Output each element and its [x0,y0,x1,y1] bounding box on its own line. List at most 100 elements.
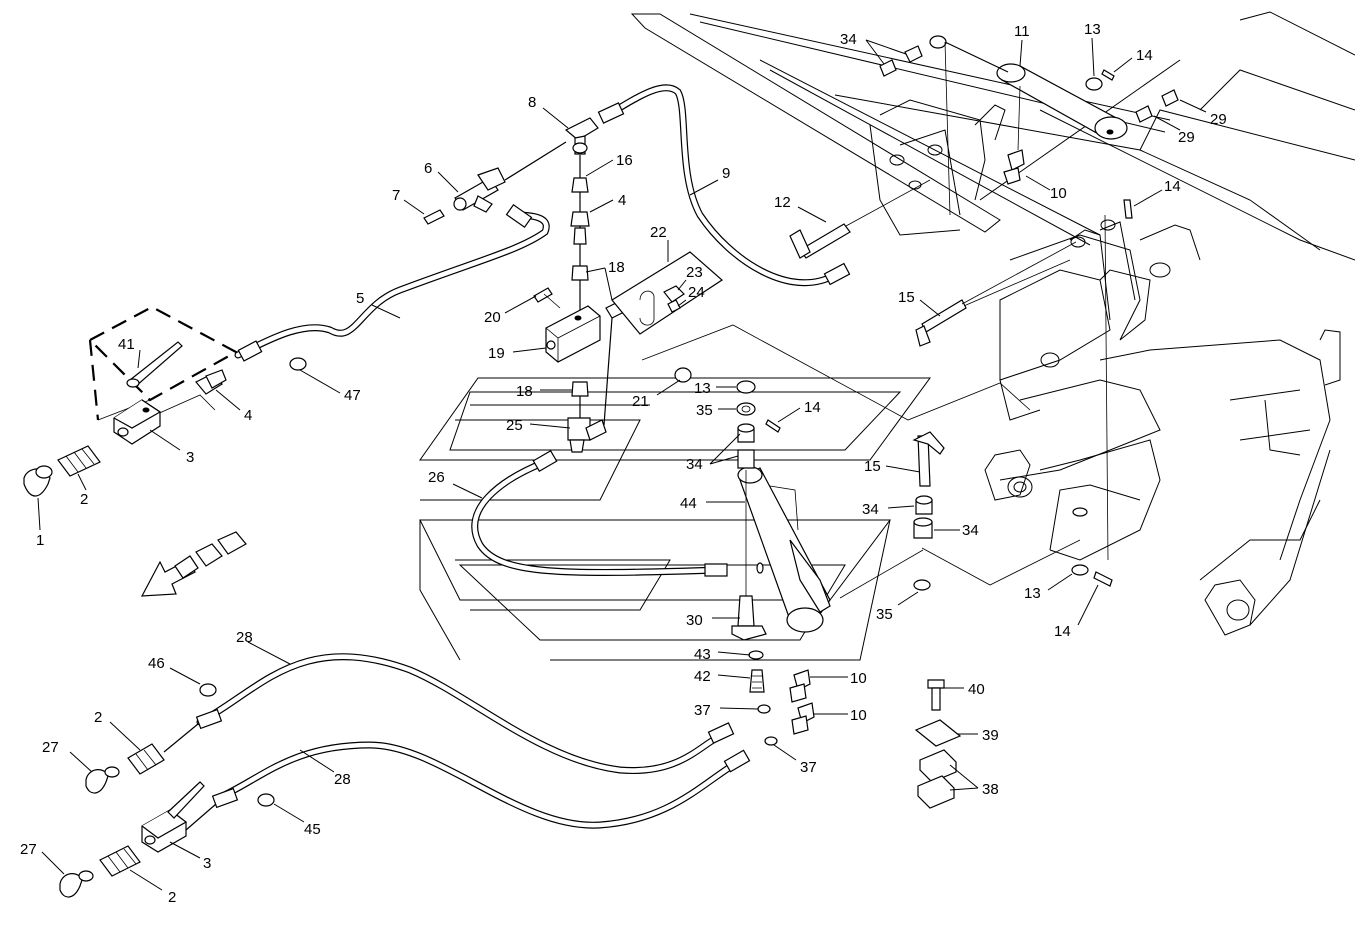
plug-7 [423,209,445,225]
label-47: 47 [344,387,361,404]
label-19: 19 [488,345,505,362]
lever-41 [126,341,183,388]
tractor-frame-outline [630,11,1355,636]
callout-labels: 1 2 3 4 41 5 47 6 7 8 16 4 18 20 19 22 2… [20,21,1227,906]
tee-25 [567,417,607,453]
ring-13-right [1071,507,1089,576]
label-10a: 10 [1050,185,1067,202]
label-1: 1 [36,532,44,549]
leader-lines [37,37,1207,891]
pipe-6-8 [504,141,567,181]
label-4b: 4 [618,192,626,209]
pin-15-lower [912,431,945,487]
label-4: 4 [244,407,252,424]
pin-30 [731,595,767,641]
label-3: 3 [186,449,194,466]
label-26: 26 [428,469,445,486]
label-35a: 35 [696,402,713,419]
valve-assembly-box [88,305,239,421]
label-15b: 15 [864,458,881,475]
label-25: 25 [506,417,523,434]
label-29a: 29 [1210,111,1227,128]
label-37b: 37 [800,759,817,776]
label-21: 21 [632,393,649,410]
label-34d: 34 [962,522,979,539]
label-35b: 35 [876,606,893,623]
label-5: 5 [356,290,364,307]
label-45: 45 [304,821,321,838]
label-29b: 29 [1178,129,1195,146]
assembly-guide-lines [641,259,1081,599]
label-44: 44 [680,495,697,512]
label-18a: 18 [608,259,625,276]
pin-14-upper [1101,69,1115,81]
label-43: 43 [694,646,711,663]
pin-14-right [1123,199,1133,219]
nut-23 [663,285,685,303]
label-39: 39 [982,727,999,744]
cap-27-upper [85,766,120,794]
cap-47 [289,357,307,371]
hose-9 [604,84,839,287]
label-7: 7 [392,187,400,204]
coupler-2-bottom [99,845,141,877]
cap-45 [257,793,275,807]
cap-21 [674,367,692,383]
elbow-8 [564,117,599,155]
ring-35-right [913,579,931,591]
coupler-2-left [57,445,101,477]
bushing-34-center [737,423,755,469]
ring-35-stack [736,380,756,416]
label-18b: 18 [516,383,533,400]
label-2b: 2 [94,709,102,726]
hose-5 [234,211,550,359]
bushing-34-upper [879,35,947,77]
bolt-42 [749,669,765,693]
label-46: 46 [148,655,165,672]
label-13b: 13 [694,380,711,397]
coupler-2-mid [127,743,165,775]
label-13c: 13 [1024,585,1041,602]
washer-37-upper [757,704,771,714]
dust-cap-1 [23,465,53,497]
elbow-10-mid [789,669,811,703]
leader-pin-15 [961,241,1077,305]
label-14b: 14 [1164,178,1181,195]
direction-arrow-icon [140,531,247,597]
label-14d: 14 [1054,623,1071,640]
label-13a: 13 [1084,21,1101,38]
adapter-4-center [570,211,590,245]
label-28b: 28 [334,771,351,788]
label-9: 9 [722,165,730,182]
label-27a: 27 [42,739,59,756]
label-28a: 28 [236,629,253,646]
bolt-20 [533,287,561,309]
leader-bracket [944,41,951,216]
label-2c: 2 [168,889,176,906]
label-8: 8 [528,94,536,111]
hose-28-lower [214,741,742,829]
label-20: 20 [484,309,501,326]
hose-26 [471,458,724,576]
hose-28-upper [196,653,726,775]
ball-valve-3-upper [113,399,162,445]
clamp-38 [917,749,957,809]
cap-46 [199,683,217,697]
pin-14-center [765,419,781,433]
label-3b: 3 [203,855,211,872]
label-41: 41 [118,336,135,353]
tee-6 [453,167,506,213]
nut-24 [667,299,681,313]
label-23: 23 [686,264,703,281]
pipe-coupler-hose [163,723,199,753]
label-30: 30 [686,612,703,629]
ring-13-upper [1085,77,1103,91]
leader-vertical-right [1104,214,1109,561]
valve-block-19 [545,305,601,363]
ball-valve-3-lower [141,781,205,853]
plate-39 [914,719,962,747]
label-10b: 10 [850,670,867,687]
label-37a: 37 [694,702,711,719]
label-27b: 27 [20,841,37,858]
